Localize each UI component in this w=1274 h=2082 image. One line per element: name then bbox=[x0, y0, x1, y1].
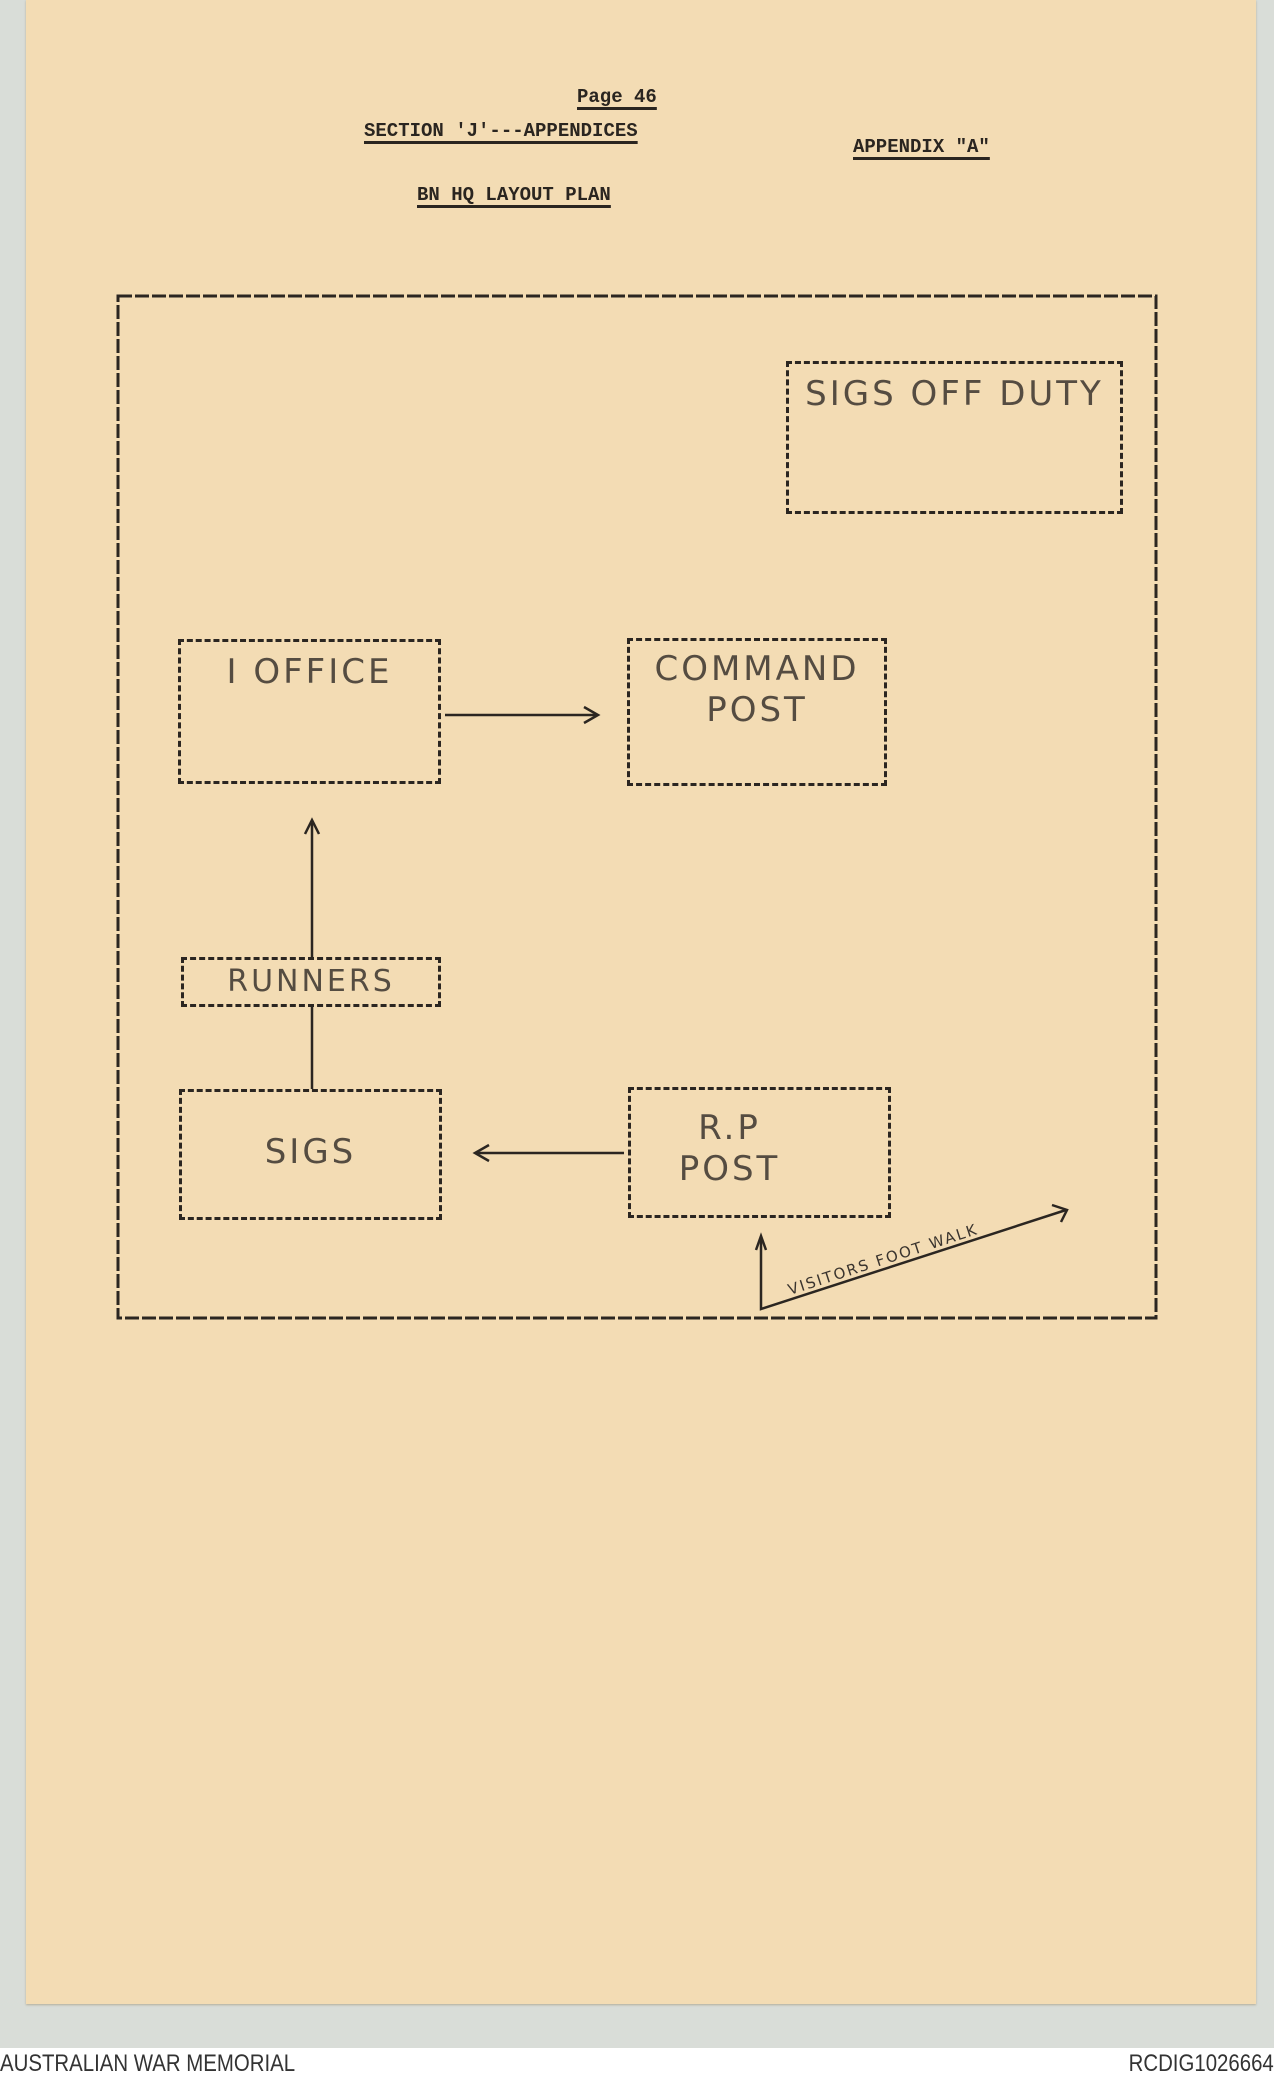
box-label: SIGS bbox=[264, 1132, 357, 1172]
box-label: RUNNERS bbox=[227, 964, 395, 999]
archive-id: RCDIG1026664 bbox=[1128, 2050, 1274, 2077]
document-title: BN HQ LAYOUT PLAN bbox=[417, 184, 611, 206]
box-label: COMMAND POST bbox=[654, 649, 860, 730]
archive-name: AUSTRALIAN WAR MEMORIAL bbox=[0, 2050, 296, 2077]
box-i-office: I OFFICE bbox=[178, 639, 441, 784]
appendix-label: APPENDIX "A" bbox=[853, 136, 990, 158]
box-command-post: COMMAND POST bbox=[627, 638, 887, 786]
box-label: R.P POST bbox=[678, 1108, 781, 1189]
hq-boundary bbox=[116, 294, 1158, 1320]
visitors-walk-arrow bbox=[759, 1208, 1067, 1311]
box-label: I OFFICE bbox=[226, 652, 393, 692]
archive-footer: AUSTRALIAN WAR MEMORIAL RCDIG1026664 bbox=[0, 2048, 1274, 2082]
box-label: SIGS OFF DUTY bbox=[805, 374, 1104, 414]
document-page bbox=[26, 0, 1256, 2004]
box-sigs-off-duty: SIGS OFF DUTY bbox=[786, 361, 1123, 514]
visitors-walk-label: VISITORS FOOT WALK bbox=[786, 1220, 981, 1299]
box-runners: RUNNERS bbox=[181, 957, 441, 1007]
box-rp-post: R.P POST bbox=[628, 1087, 891, 1218]
section-heading: SECTION 'J'---APPENDICES bbox=[364, 120, 638, 142]
box-sigs: SIGS bbox=[179, 1089, 442, 1220]
page-number: Page 46 bbox=[577, 86, 657, 108]
